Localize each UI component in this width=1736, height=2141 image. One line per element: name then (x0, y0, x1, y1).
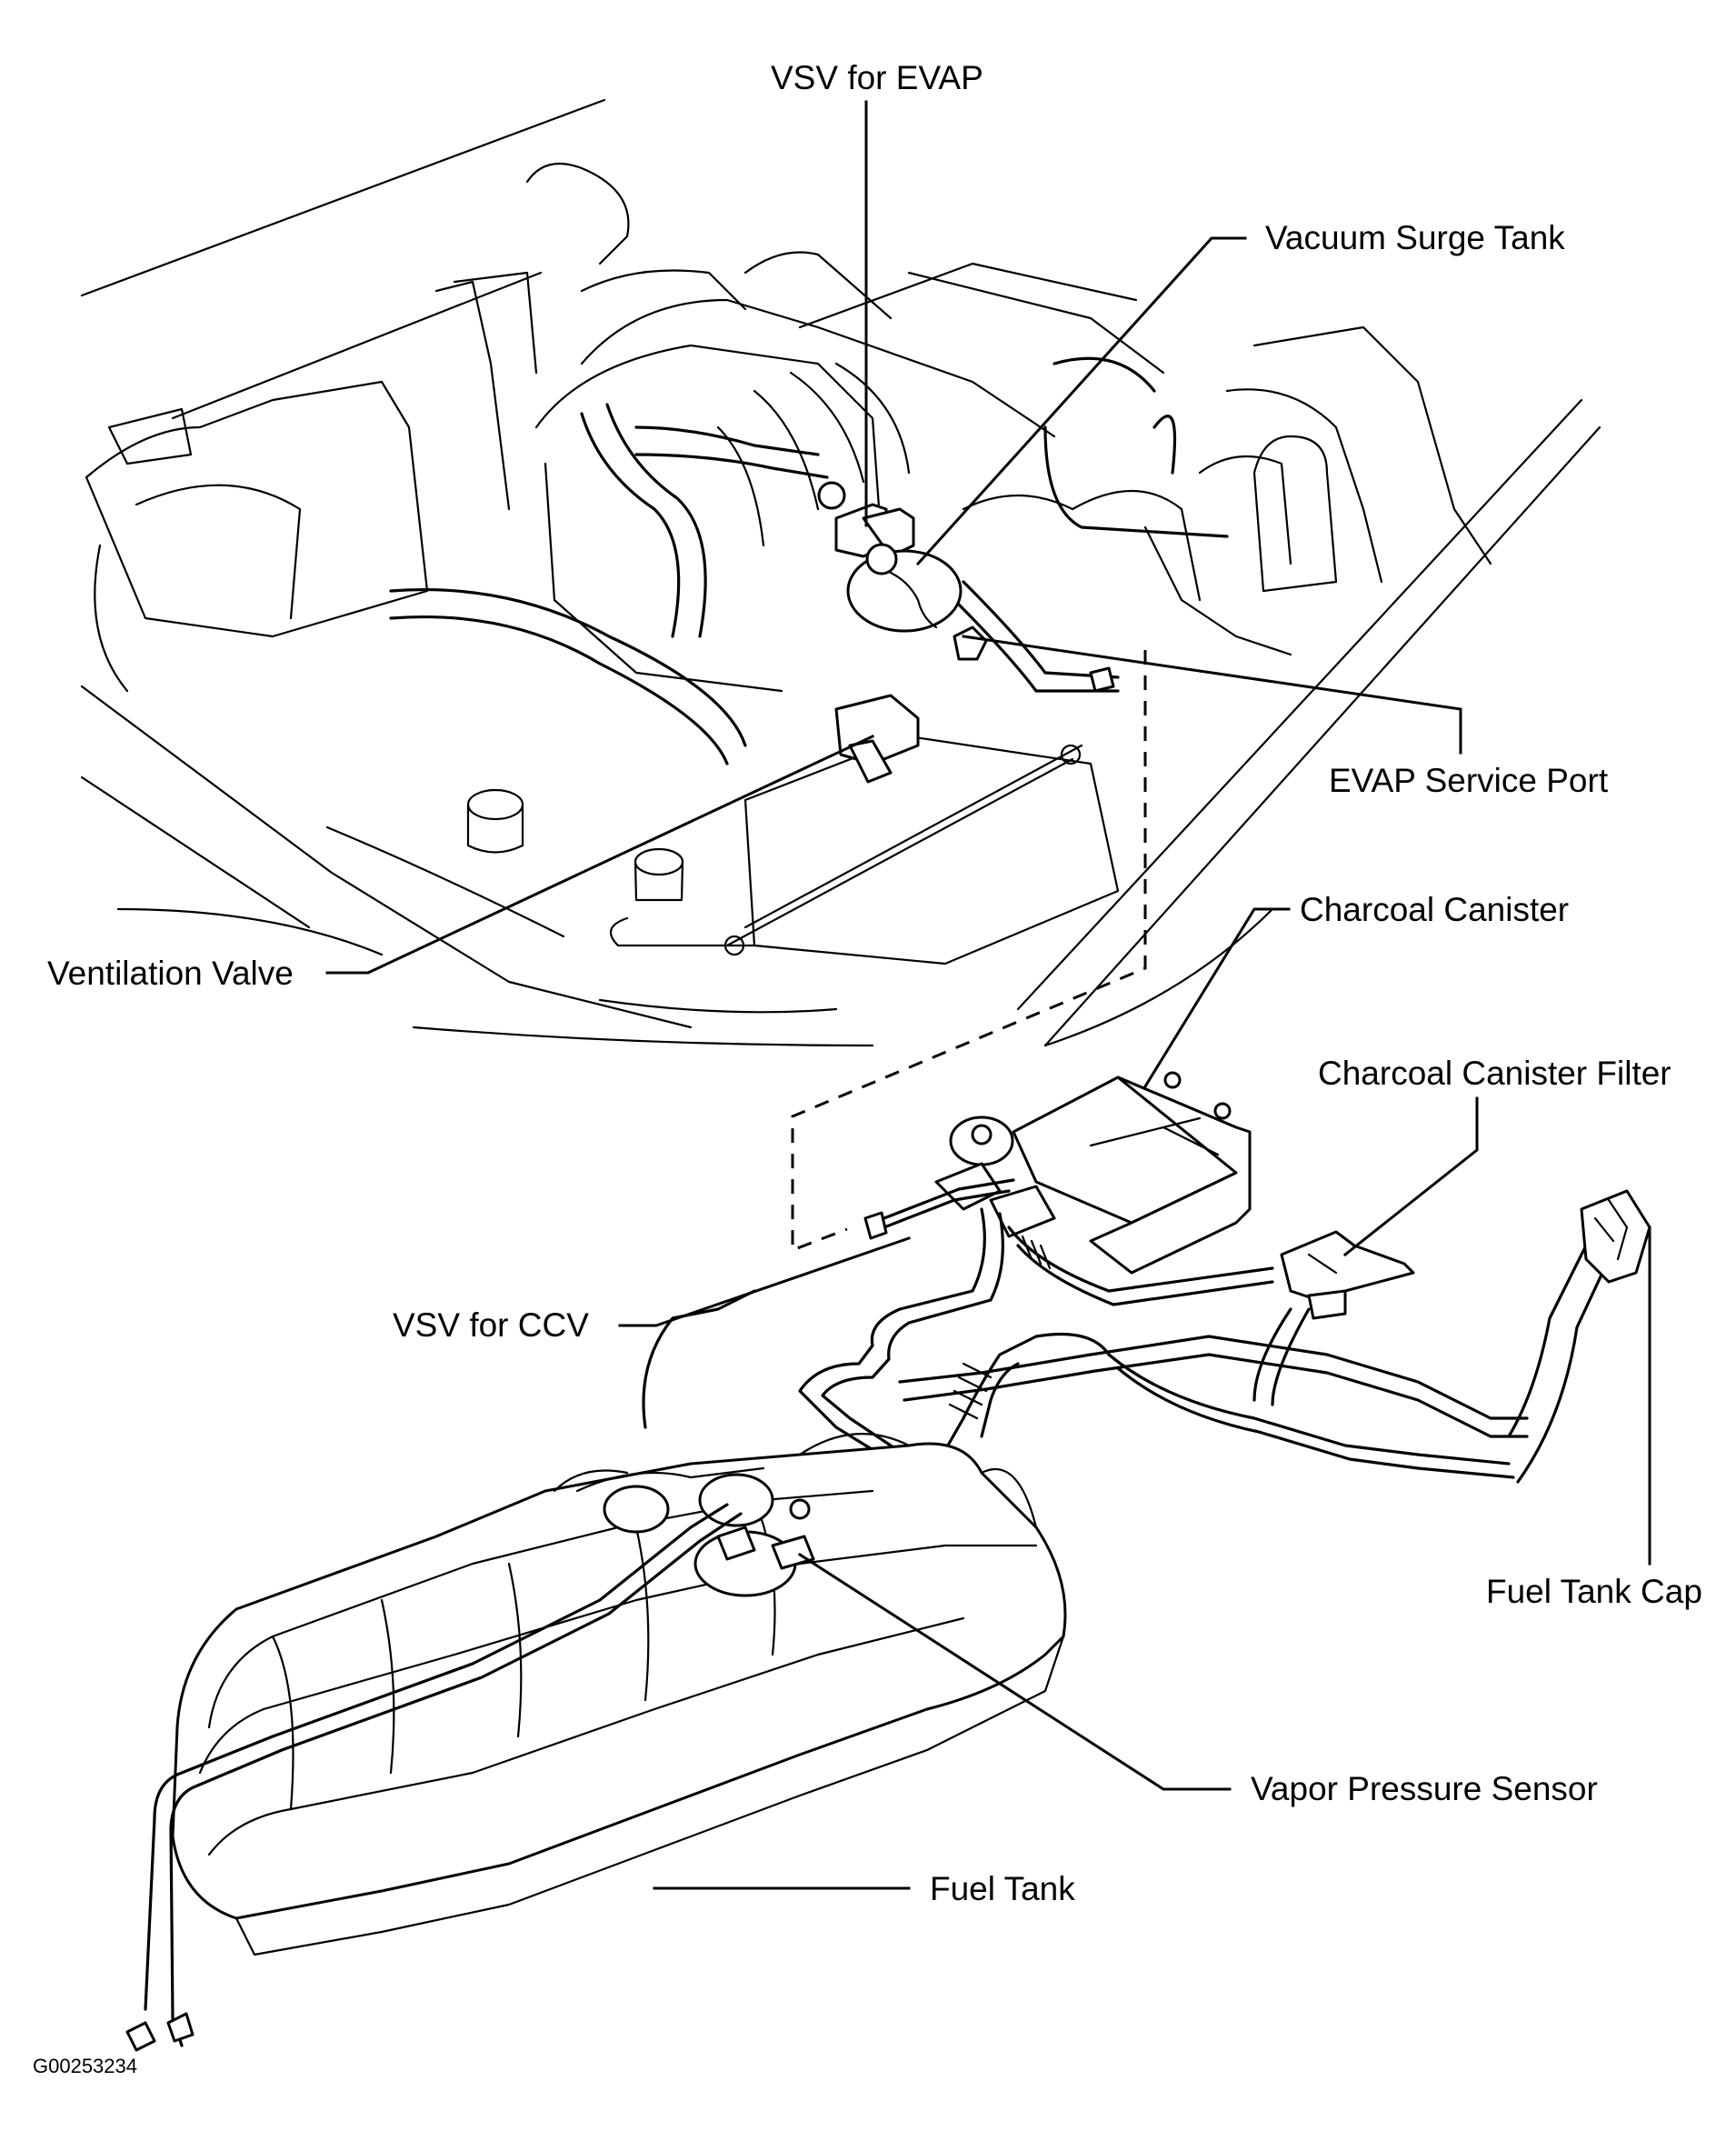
leader-vacuum-surge-tank (915, 236, 1247, 566)
leader-vapor-pressure-sensor (797, 1552, 1232, 1791)
leader-evap-service-port (962, 635, 1462, 755)
figure-code: G00253234 (33, 2055, 137, 2077)
label-vapor-pressure-sensor: Vapor Pressure Sensor (1251, 1770, 1598, 1807)
engine-bay-drawing (80, 98, 1601, 1047)
label-charcoal-canister: Charcoal Canister (1300, 891, 1569, 928)
leader-vsv-ccv (618, 1236, 911, 1327)
leader-ventilation-valve (325, 735, 874, 975)
label-vacuum-surge-tank: Vacuum Surge Tank (1265, 219, 1565, 256)
label-vsv-for-ccv: VSV for CCV (393, 1306, 589, 1344)
component-labels: VSV for EVAP Vacuum Surge Tank EVAP Serv… (33, 59, 1702, 2077)
canister-assembly-drawing (642, 650, 1651, 1484)
label-evap-service-port: EVAP Service Port (1329, 762, 1609, 799)
label-vsv-for-evap: VSV for EVAP (771, 59, 983, 96)
leader-lines (325, 100, 1651, 1890)
label-fuel-tank-cap: Fuel Tank Cap (1486, 1573, 1702, 1610)
leader-charcoal-canister-filter (1342, 1096, 1479, 1257)
fuel-tank-drawing (125, 1433, 1067, 2052)
leader-charcoal-canister (1142, 907, 1291, 1089)
label-ventilation-valve: Ventilation Valve (47, 955, 294, 992)
label-charcoal-canister-filter: Charcoal Canister Filter (1318, 1055, 1671, 1092)
label-fuel-tank: Fuel Tank (930, 1870, 1075, 1907)
